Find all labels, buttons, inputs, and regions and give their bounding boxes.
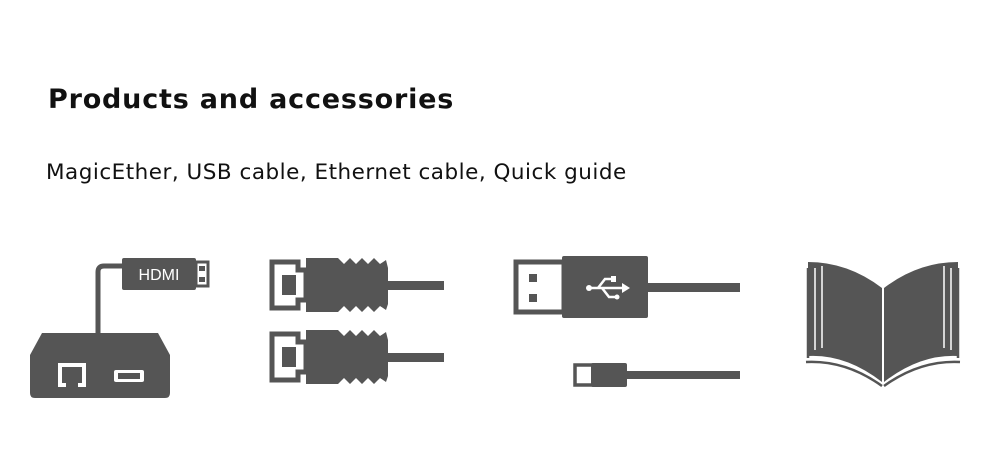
ethernet-cable-icon [269, 258, 444, 384]
usb-symbol-icon [590, 277, 622, 299]
hdmi-adapter-icon: HDMI [30, 258, 210, 398]
book-icon [805, 262, 961, 388]
usb-cable-icon [513, 256, 740, 387]
package-contents: MagicEther, USB cable, Ethernet cable, Q… [46, 160, 627, 185]
section-title: Products and accessories [48, 84, 455, 115]
hdmi-label: HDMI [139, 267, 180, 284]
